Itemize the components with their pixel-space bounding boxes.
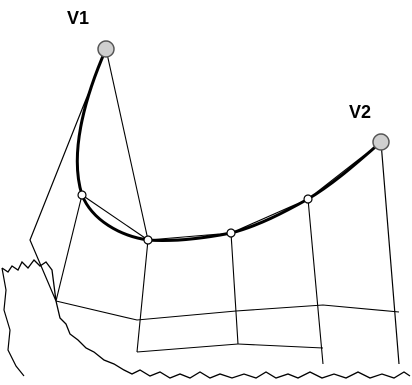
mesh-lines [55, 48, 400, 365]
radial-line-1 [55, 194, 83, 302]
chord-1 [81, 194, 149, 241]
radial-line-4 [307, 198, 324, 365]
radial-line-3 [230, 232, 239, 345]
main-curve [75, 48, 382, 243]
curve-node [226, 228, 236, 238]
curve-node [143, 235, 153, 245]
vertex-v1 [97, 40, 115, 58]
label-v2: V2 [349, 102, 371, 122]
left-outer-edge [29, 48, 107, 302]
frame-lines [29, 48, 400, 365]
curve-node [303, 194, 313, 204]
right-outer-edge [380, 141, 400, 365]
label-v1: V1 [67, 8, 89, 28]
cross-line-3 [237, 343, 324, 349]
radial-line-2 [136, 239, 149, 353]
vertex-v2 [372, 133, 390, 151]
cross-line-2 [136, 343, 239, 353]
radial-line-v1 [105, 48, 149, 241]
curve-nodes [77, 190, 313, 245]
cross-line-1 [55, 300, 400, 321]
left-torn-edge [1, 267, 25, 377]
curve-node [77, 190, 87, 200]
torn-bottom-edge [1, 259, 411, 379]
